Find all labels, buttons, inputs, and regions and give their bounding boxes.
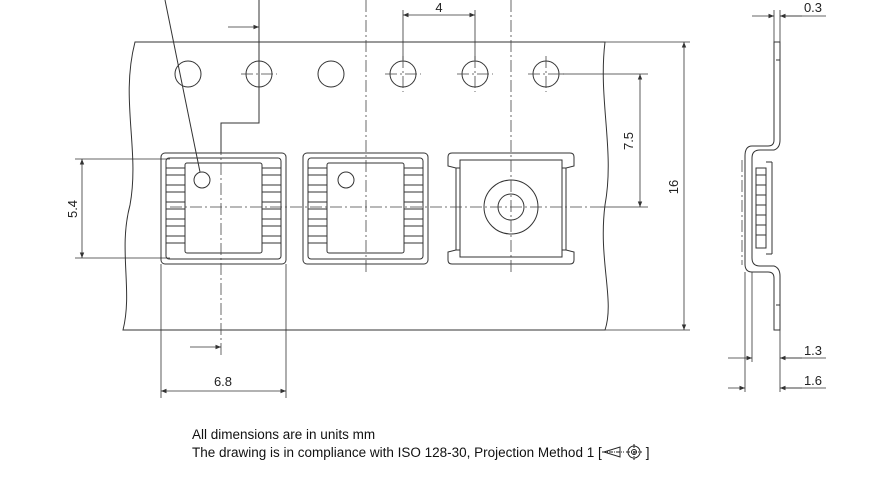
pin1-marker bbox=[337, 171, 355, 189]
sprocket-hole bbox=[174, 60, 202, 88]
dim-tape-thickness: 0.3 bbox=[804, 0, 822, 15]
side-view bbox=[744, 41, 781, 331]
units-note: All dimensions are in units mm bbox=[192, 427, 376, 442]
sprocket-hole bbox=[317, 60, 345, 88]
dim-pocket-depth-a: 1.3 bbox=[804, 343, 822, 358]
dim-pocket-height: 5.4 bbox=[65, 200, 80, 218]
pin1-leader-line bbox=[164, 0, 201, 173]
tape-outline bbox=[122, 41, 609, 331]
pin1-marker bbox=[193, 171, 211, 189]
pocket-1 bbox=[160, 152, 287, 265]
dim-pitch: 4 bbox=[435, 0, 442, 15]
pocket-2 bbox=[302, 152, 429, 265]
compliance-note-bracket: ] bbox=[645, 445, 650, 460]
dim-pocket-depth-b: 1.6 bbox=[804, 373, 822, 388]
compliance-note: The drawing is in compliance with ISO 12… bbox=[192, 444, 649, 460]
dim-pocket-offset: 7.5 bbox=[621, 132, 636, 150]
compliance-note-text: The drawing is in compliance with ISO 12… bbox=[192, 445, 602, 460]
offset-path bbox=[220, 0, 260, 153]
dim-tape-width: 16 bbox=[666, 180, 681, 194]
dim-pocket-width: 6.8 bbox=[214, 374, 232, 389]
projection-method-icon bbox=[601, 444, 642, 460]
